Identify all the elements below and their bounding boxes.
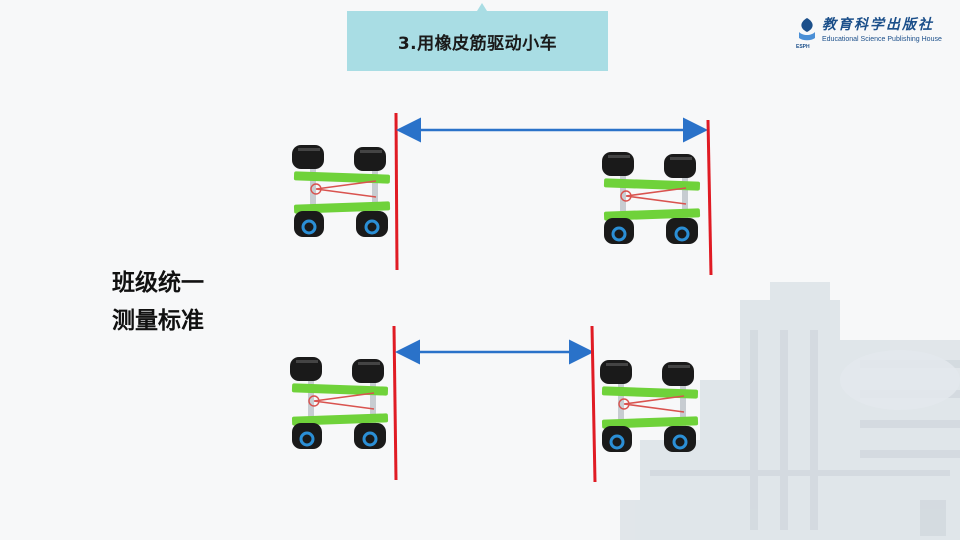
title-tab-notch	[477, 3, 487, 11]
end-line	[706, 119, 713, 276]
publisher-logo: 教育科学出版社 Educational Science Publishing H…	[796, 14, 946, 50]
start-line	[392, 325, 398, 481]
publisher-name-cn: 教育科学出版社	[822, 17, 934, 33]
title-tab: 3.用橡皮筋驱动小车	[347, 11, 608, 71]
side-label-line1: 班级统一	[112, 270, 204, 296]
side-label-line2: 测量标准	[112, 308, 204, 334]
publisher-abbr: ESPH	[796, 44, 810, 50]
end-line	[590, 325, 597, 483]
slide-title: 3.用橡皮筋驱动小车	[397, 33, 558, 54]
start-line	[394, 112, 399, 271]
rubber-band-car-icon	[598, 358, 700, 454]
side-label: 班级统一 测量标准	[112, 264, 204, 340]
rubber-band-car-icon	[288, 355, 390, 451]
publisher-logo-icon	[799, 18, 815, 41]
rubber-band-car-icon	[600, 150, 702, 246]
rubber-band-car-icon	[290, 143, 392, 239]
publisher-name-en: Educational Science Publishing House	[822, 36, 942, 43]
